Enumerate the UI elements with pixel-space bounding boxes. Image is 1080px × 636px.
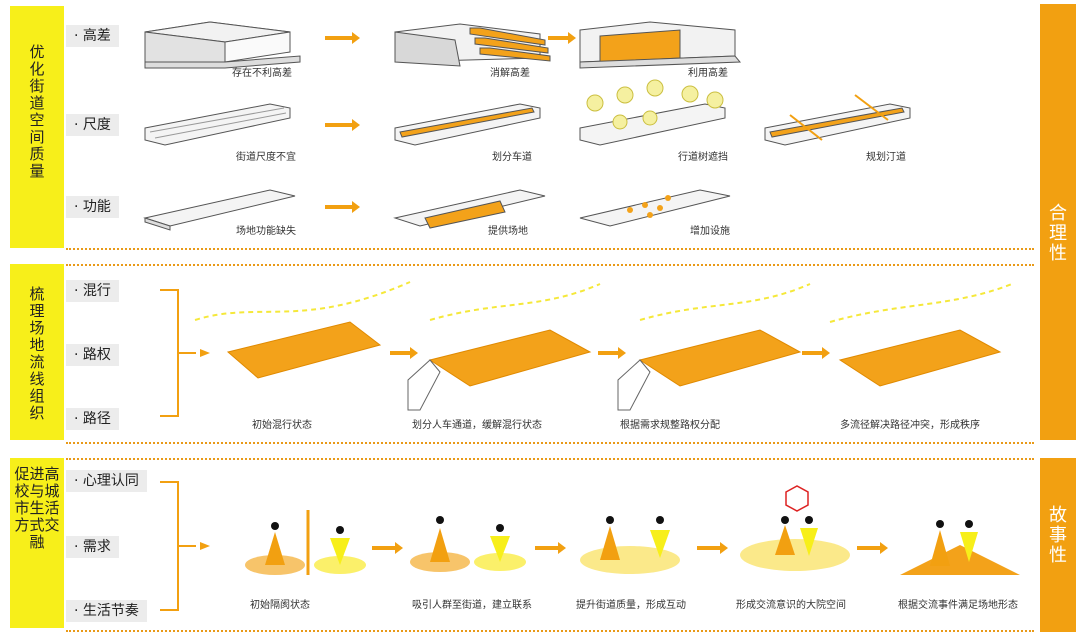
caption-s1-r2-2: 划分车道 bbox=[492, 152, 532, 163]
caption-s1-r2-3: 行道树遮挡 bbox=[678, 152, 728, 163]
row-label-path: · 路径 bbox=[66, 408, 119, 430]
section-divider-3-bottom bbox=[66, 630, 1034, 632]
row1-block-1 bbox=[144, 21, 301, 69]
row2-street-4 bbox=[764, 94, 911, 146]
section-divider-3-top bbox=[66, 458, 1034, 460]
caption-s1-r3-1: 场地功能缺失 bbox=[236, 226, 296, 237]
interaction-5 bbox=[900, 520, 1020, 575]
caption-s3-2: 吸引人群至街道，建立联系 bbox=[412, 600, 532, 611]
section-divider-2-bottom bbox=[66, 442, 1034, 444]
flow-panel-4 bbox=[829, 283, 1013, 387]
row-label-right-of-way: · 路权 bbox=[66, 344, 119, 366]
row3-plane-1 bbox=[143, 189, 296, 231]
interaction-2 bbox=[410, 516, 526, 572]
caption-s2-4: 多流径解决路径冲突，形成秩序 bbox=[840, 420, 980, 431]
caption-s2-1: 初始混行状态 bbox=[252, 420, 312, 431]
row-label-identity: · 心理认同 bbox=[66, 470, 147, 492]
section-divider-2-top bbox=[66, 264, 1034, 266]
row1-block-3 bbox=[579, 21, 742, 69]
row-label-needs: · 需求 bbox=[66, 536, 119, 558]
row-label-scale: · 尺度 bbox=[66, 114, 119, 136]
caption-s3-3: 提升街道质量，形成互动 bbox=[576, 600, 686, 611]
row2-street-2 bbox=[394, 103, 541, 146]
row1-arrows bbox=[325, 32, 576, 44]
caption-s3-5: 根据交流事件满足场地形态 bbox=[898, 600, 1018, 611]
row2-street-1 bbox=[144, 103, 291, 146]
caption-s3-4: 形成交流意识的大院空间 bbox=[736, 600, 846, 611]
caption-s1-r1-3: 利用高差 bbox=[688, 68, 728, 79]
flow-panel-2 bbox=[407, 283, 601, 411]
row3-plane-3 bbox=[579, 189, 731, 227]
interaction-1 bbox=[245, 510, 366, 575]
section-3-title: 促进高校与城市生活方式交融 bbox=[14, 465, 60, 551]
right-label-storytelling: 故事性 bbox=[1040, 458, 1076, 632]
right-label-storytelling-text: 故事性 bbox=[1049, 505, 1067, 566]
section-1-title: 优化街道空间质量 bbox=[29, 43, 45, 180]
caption-s2-3: 根据需求规整路权分配 bbox=[620, 420, 720, 431]
interaction-3 bbox=[580, 516, 680, 574]
caption-s1-r1-1: 存在不利高差 bbox=[232, 68, 292, 79]
caption-s1-r3-2: 提供场地 bbox=[488, 226, 528, 237]
flow-panel-3 bbox=[617, 283, 811, 411]
right-label-rationality: 合理性 bbox=[1040, 4, 1076, 440]
caption-s1-r1-2: 消解高差 bbox=[490, 68, 530, 79]
section-divider-1 bbox=[66, 248, 1034, 250]
caption-s3-1: 初始隔阂状态 bbox=[250, 600, 310, 611]
right-label-rationality-text: 合理性 bbox=[1049, 203, 1067, 264]
section-2-title-box bbox=[10, 264, 64, 440]
row2-arrows bbox=[325, 119, 360, 131]
row-label-mixed: · 混行 bbox=[66, 280, 119, 302]
caption-s1-r2-1: 街道尺度不宜 bbox=[236, 152, 296, 163]
section-2-title: 梳理场地流线组织 bbox=[29, 285, 45, 422]
row2-street-3 bbox=[579, 79, 726, 146]
row3-arrows bbox=[325, 201, 360, 213]
section-1-title-box bbox=[10, 6, 64, 248]
row3-plane-2 bbox=[393, 189, 546, 229]
row-label-rhythm: · 生活节奏 bbox=[66, 600, 147, 622]
section-3-title-box bbox=[10, 458, 64, 628]
row1-block-2 bbox=[394, 23, 551, 67]
row-label-function: · 功能 bbox=[66, 196, 119, 218]
interaction-4 bbox=[740, 485, 850, 571]
caption-s1-r2-4: 规划汀道 bbox=[866, 152, 906, 163]
caption-s2-2: 划分人车通道，缓解混行状态 bbox=[412, 420, 542, 431]
row-label-height-diff: · 高差 bbox=[66, 25, 119, 47]
flow-panel-1 bbox=[194, 281, 411, 379]
caption-s1-r3-3: 增加设施 bbox=[690, 226, 730, 237]
